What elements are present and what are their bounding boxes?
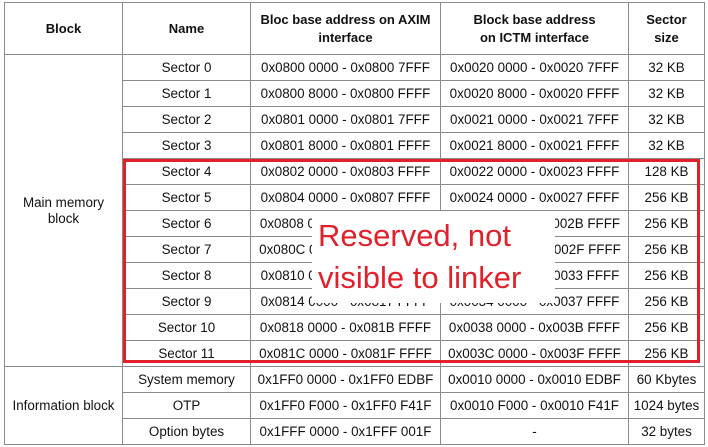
cell-ictm: 0x0038 0000 - 0x003B FFFF (440, 314, 629, 341)
cell-ictm: 0x0010 0000 - 0x0010 EDBF (440, 366, 629, 393)
cell-ictm: 0x0024 0000 - 0x0027 FFFF (440, 184, 629, 211)
cell-ictm: 0x0021 0000 - 0x0021 7FFF (440, 106, 629, 133)
cell-name: Sector 1 (122, 80, 251, 107)
cell-axim: 0x081C 0000 - 0x081F FFFF (250, 340, 441, 367)
cell-name: Sector 9 (122, 288, 251, 315)
cell-ictm: 0x0010 F000 - 0x0010 F41F (440, 392, 629, 419)
cell-ictm: 0x0021 8000 - 0x0021 FFFF (440, 132, 629, 159)
header-ictm: Block base address on ICTM interface (440, 2, 629, 55)
header-axim: Bloc base address on AXIM interface (250, 2, 441, 55)
cell-axim: 0x0802 0000 - 0x0803 FFFF (250, 158, 441, 185)
header-block: Block (4, 2, 123, 55)
cell-axim: 0x0818 0000 - 0x081B FFFF (250, 314, 441, 341)
cell-axim: 0x1FFF 0000 - 0x1FFF 001F (250, 418, 441, 445)
cell-name: Sector 11 (122, 340, 251, 367)
cell-name: Sector 8 (122, 262, 251, 289)
cell-name: Sector 4 (122, 158, 251, 185)
cell-size: 1024 bytes (628, 392, 705, 419)
cell-name: System memory (122, 366, 251, 393)
cell-name: Sector 10 (122, 314, 251, 341)
cell-size: 128 KB (628, 158, 705, 185)
cell-axim: 0x0801 0000 - 0x0801 7FFF (250, 106, 441, 133)
cell-name: OTP (122, 392, 251, 419)
cell-name: Sector 6 (122, 210, 251, 237)
cell-size: 256 KB (628, 314, 705, 341)
cell-name: Sector 2 (122, 106, 251, 133)
cell-size: 32 KB (628, 106, 705, 133)
cell-size: 256 KB (628, 288, 705, 315)
cell-ictm: - (440, 418, 629, 445)
cell-axim: 0x1FF0 F000 - 0x1FF0 F41F (250, 392, 441, 419)
cell-ictm: 0x0022 0000 - 0x0023 FFFF (440, 158, 629, 185)
reserved-annotation-label: Reserved, not visible to linker (312, 211, 555, 303)
cell-axim: 0x1FF0 0000 - 0x1FF0 EDBF (250, 366, 441, 393)
header-name: Name (122, 2, 251, 55)
cell-axim: 0x0800 8000 - 0x0800 FFFF (250, 80, 441, 107)
cell-size: 256 KB (628, 236, 705, 263)
cell-name: Sector 3 (122, 132, 251, 159)
cell-size: 32 bytes (628, 418, 705, 445)
cell-size: 256 KB (628, 340, 705, 367)
cell-size: 256 KB (628, 262, 705, 289)
cell-size: 256 KB (628, 184, 705, 211)
cell-name: Sector 0 (122, 54, 251, 81)
cell-name: Sector 5 (122, 184, 251, 211)
cell-ictm: 0x0020 0000 - 0x0020 7FFF (440, 54, 629, 81)
cell-ictm: 0x0020 8000 - 0x0020 FFFF (440, 80, 629, 107)
cell-size: 256 KB (628, 210, 705, 237)
cell-name: Sector 7 (122, 236, 251, 263)
cell-size: 32 KB (628, 80, 705, 107)
cell-size: 32 KB (628, 132, 705, 159)
cell-size: 32 KB (628, 54, 705, 81)
cell-ictm: 0x003C 0000 - 0x003F FFFF (440, 340, 629, 367)
group-information: Information block (4, 366, 123, 445)
header-size: Sector size (628, 2, 705, 55)
cell-axim: 0x0801 8000 - 0x0801 FFFF (250, 132, 441, 159)
cell-size: 60 Kbytes (628, 366, 705, 393)
group-main-memory: Main memory block (4, 54, 123, 367)
cell-axim: 0x0800 0000 - 0x0800 7FFF (250, 54, 441, 81)
cell-name: Option bytes (122, 418, 251, 445)
cell-axim: 0x0804 0000 - 0x0807 FFFF (250, 184, 441, 211)
header-row: Block Name Bloc base address on AXIM int… (4, 2, 705, 55)
